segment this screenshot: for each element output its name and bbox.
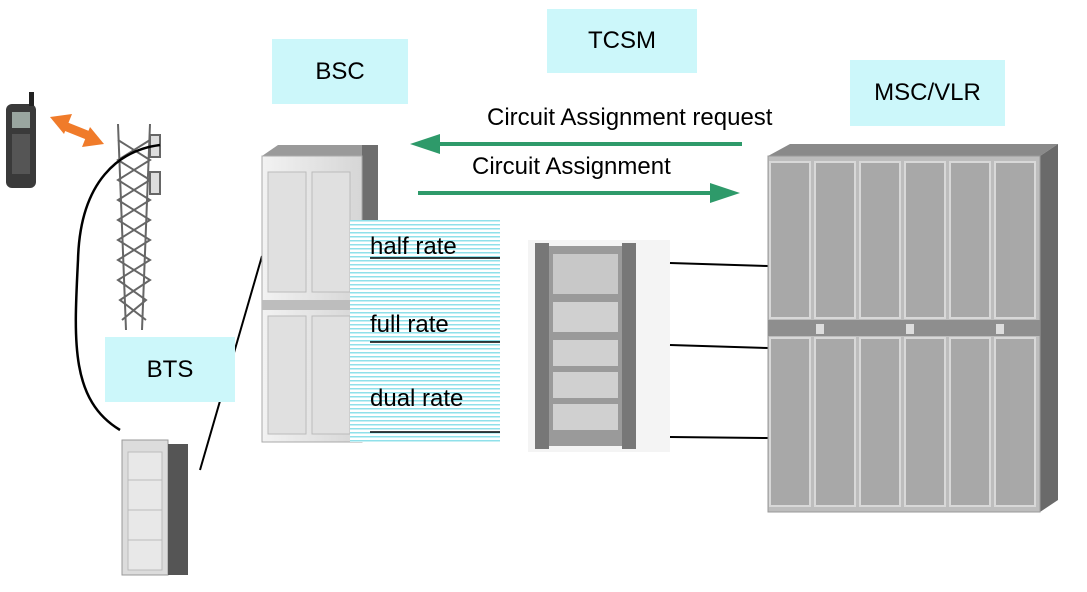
half-rate-label: half rate (370, 233, 457, 260)
msc-cabinet-icon (767, 144, 1058, 513)
request-message-text: Circuit Assignment request (487, 104, 773, 131)
tcsm-label: TCSM (547, 9, 697, 73)
response-arrow (418, 183, 740, 203)
bsc-label: BSC (272, 39, 408, 104)
feeder-cable (74, 143, 161, 432)
tcsm-rack-icon (528, 240, 670, 452)
mobile-phone-icon (6, 92, 36, 188)
full-rate-label: full rate (370, 311, 449, 338)
request-arrow (410, 134, 742, 154)
radio-link-arrow (50, 114, 104, 147)
rate-hatch-area (350, 220, 500, 442)
msc-label: MSC/VLR (850, 60, 1005, 126)
bts-label: BTS (105, 337, 235, 402)
dual-rate-label: dual rate (370, 385, 464, 412)
bts-cabinet-icon (121, 439, 188, 576)
antenna-tower-icon (116, 123, 161, 331)
response-message-text: Circuit Assignment (472, 153, 671, 180)
